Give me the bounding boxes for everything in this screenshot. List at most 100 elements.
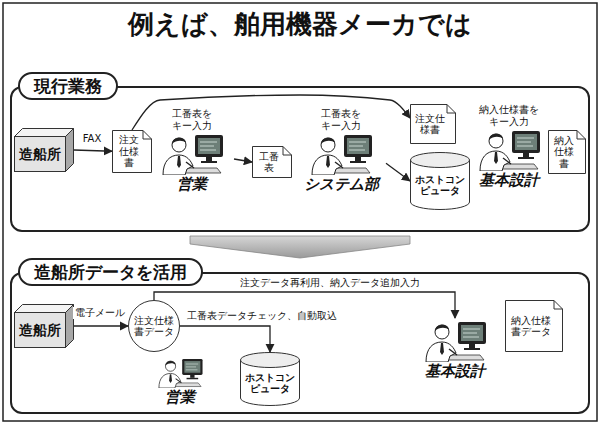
task-note: 納入仕様書をキー入力 — [478, 104, 540, 127]
monitor-screen — [347, 138, 369, 154]
flow-arrow — [234, 159, 252, 162]
panel-heading: 造船所データを活用 — [18, 258, 203, 286]
role-label: 基本設計 — [479, 171, 539, 189]
role-label: システム部 — [304, 175, 379, 193]
workstation-icon — [142, 356, 218, 388]
diagram-title: 例えば、舶用機器メーカでは — [0, 9, 600, 40]
staff-workstation: 工番表をキー入力システム部 — [296, 108, 386, 193]
cylinder-top — [241, 353, 300, 368]
document-box: 納入仕様書データ — [505, 300, 563, 352]
monitor — [458, 322, 486, 344]
document-outline — [411, 105, 456, 144]
data-document: 注文仕様書データ — [128, 300, 180, 352]
keyboard — [332, 168, 370, 173]
person-head — [165, 361, 175, 371]
document-outline — [506, 301, 563, 352]
screen-lines — [186, 364, 198, 370]
document-fold — [143, 131, 152, 140]
box-top — [15, 305, 74, 313]
screen-lines — [349, 142, 366, 150]
document-box: 注文仕様書 — [112, 130, 152, 173]
monitor-base — [187, 378, 199, 379]
box-label: 納入仕様書データ — [508, 315, 554, 338]
document-box: 納入仕様書 — [548, 130, 586, 174]
outer-border — [3, 3, 597, 421]
box-label: 注文仕様書 — [115, 134, 143, 169]
monitor-stand — [206, 157, 212, 161]
document-box: 工番表 — [252, 146, 292, 178]
role-label: 基本設計 — [425, 362, 485, 380]
monitor-base — [350, 161, 366, 163]
box-label: ホストコンピュータ — [242, 372, 298, 395]
edge-label: 注文データ再利用、納入データ追加入力 — [238, 277, 422, 289]
keyboard — [500, 164, 538, 169]
transition-chevron — [190, 236, 410, 258]
role-label: 営業 — [165, 388, 195, 406]
workstation-icon — [412, 318, 498, 362]
person-hair — [165, 361, 175, 365]
shipyard-box: 造船所 — [14, 128, 74, 172]
flow-arrow — [74, 150, 112, 151]
workstation-icon — [152, 131, 232, 175]
necktie — [177, 156, 181, 168]
monitor-screen — [184, 361, 200, 373]
monitor-stand — [469, 344, 475, 348]
role-label: 営業 — [177, 175, 207, 193]
edge-label: FAX — [81, 133, 104, 145]
shipyard-box: 造船所 — [14, 304, 74, 348]
monitor-stand — [523, 153, 529, 157]
panel-heading: 現行業務 — [18, 72, 118, 100]
screen-lines — [517, 138, 534, 146]
necktie — [326, 156, 330, 168]
box-label: 注文仕様書 — [413, 113, 447, 136]
process-panel: 現行業務造船所注文仕様書工番表をキー入力営業工番表工番表をキー入力システム部注文… — [10, 86, 590, 232]
monitor-base — [464, 348, 480, 350]
monitor-base — [201, 161, 217, 163]
monitor-screen — [461, 325, 483, 341]
box-side — [66, 129, 74, 172]
person-body — [480, 151, 510, 171]
monitor-base — [518, 157, 534, 159]
person-head — [321, 138, 335, 152]
person-head — [489, 134, 503, 148]
staff-workstation: 納入仕様書をキー入力基本設計 — [472, 104, 546, 189]
flow-arrow — [386, 163, 410, 181]
task-note: 工番表をキー入力 — [319, 108, 363, 131]
flow-arrow — [154, 292, 455, 318]
monitor — [195, 135, 223, 157]
person-hair — [489, 134, 503, 140]
workstation-icon — [474, 127, 544, 171]
person-body — [312, 155, 342, 175]
person-arm — [503, 158, 511, 164]
person-body — [426, 342, 456, 362]
box-label: 工番表 — [255, 151, 283, 174]
person-body — [159, 373, 181, 388]
box-label: 納入仕様書 — [551, 135, 577, 170]
keyboard — [173, 383, 201, 387]
necktie — [440, 343, 444, 355]
box-label: ホストコンピュータ — [412, 174, 468, 197]
process-panel: 造船所データを活用造船所注文仕様書データ営業ホストコンピュータ基本設計納入仕様書… — [10, 272, 590, 414]
monitor — [512, 131, 540, 153]
person-arm — [186, 162, 194, 168]
box-side — [66, 305, 74, 348]
flow-arrow — [180, 326, 270, 352]
box-label: 造船所 — [19, 322, 61, 338]
cylinder-top — [411, 153, 470, 168]
staff-workstation: 基本設計 — [410, 318, 500, 380]
person-hair — [321, 138, 335, 144]
box-front — [15, 137, 66, 172]
screen-lines — [463, 329, 480, 337]
necktie — [494, 152, 498, 164]
document-outline — [113, 131, 152, 173]
box-top — [15, 129, 74, 137]
monitor-screen — [198, 138, 220, 154]
edge-label: 電子メール — [73, 307, 127, 319]
person-hair — [172, 138, 186, 144]
keyboard — [446, 355, 484, 360]
host-database: ホストコンピュータ — [240, 352, 300, 406]
monitor-screen — [515, 134, 537, 150]
edge-label: 工番表データチェック、自動取込 — [185, 310, 339, 322]
